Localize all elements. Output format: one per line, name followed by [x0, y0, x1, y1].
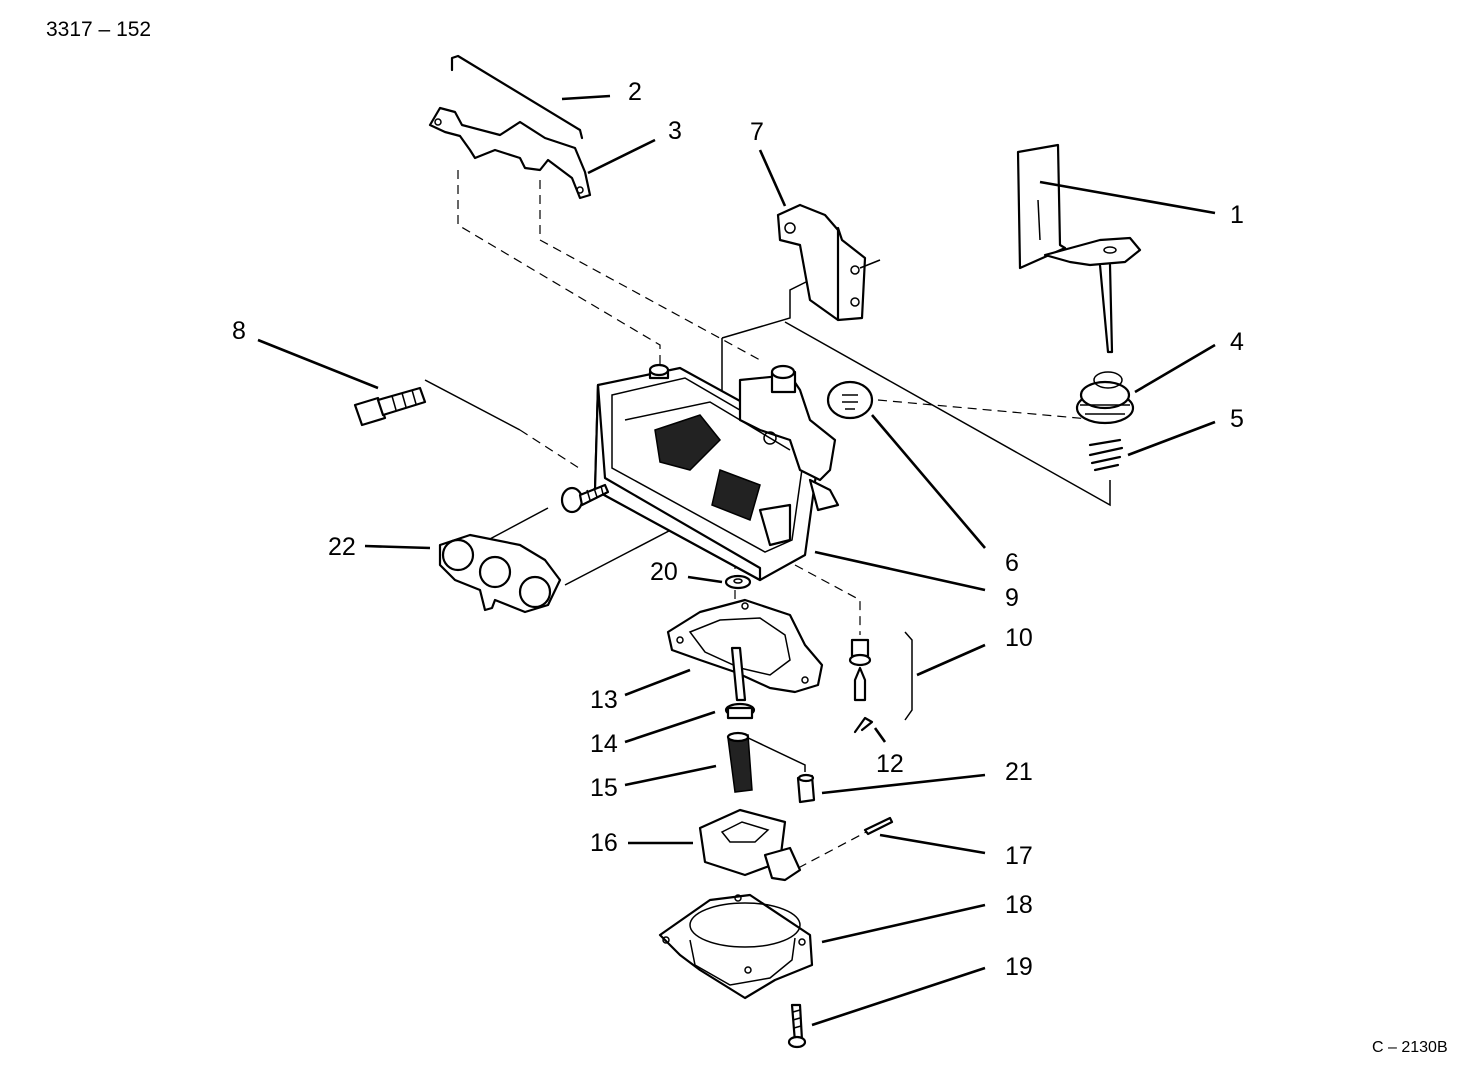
callout-15: 15 [590, 774, 618, 802]
callout-8: 8 [232, 317, 246, 345]
drawing-code: C – 2130B [1372, 1039, 1448, 1056]
callout-7: 7 [750, 118, 764, 146]
callout-2: 2 [628, 78, 642, 106]
callout-3: 3 [668, 117, 682, 145]
part-22-gasket [438, 533, 562, 614]
callout-14: 14 [590, 730, 618, 758]
part-14-main-jet [724, 646, 756, 720]
part-18-float-bowl [658, 893, 814, 1000]
part-9-carburetor-body [593, 363, 840, 582]
callout-12: 12 [876, 750, 904, 778]
callout-4: 4 [1230, 328, 1244, 356]
callout-6: 6 [1005, 549, 1019, 577]
callout-1: 1 [1230, 201, 1244, 229]
part-2-wire-rod [450, 54, 584, 140]
part-20-washer [724, 574, 752, 590]
callout-16: 16 [590, 829, 618, 857]
part-17-float-pin [863, 816, 894, 836]
mounting-screw [560, 483, 610, 514]
callout-18: 18 [1005, 891, 1033, 919]
callout-13: 13 [590, 686, 618, 714]
part-1-choke-plate [1016, 143, 1142, 354]
part-7-throttle-bracket [776, 203, 881, 322]
callout-20: 20 [650, 558, 678, 586]
part-19-bowl-screw [787, 1003, 807, 1049]
part-12-clip [853, 716, 874, 734]
part-5-spring [1088, 438, 1124, 472]
callout-5: 5 [1230, 405, 1244, 433]
part-3-linkage-bracket [428, 106, 592, 200]
part-10-needle-seat [848, 631, 913, 721]
part-16-float [698, 808, 802, 882]
callout-9: 9 [1005, 584, 1019, 612]
assembly-lines [424, 170, 1111, 876]
part-21-plug [796, 773, 816, 804]
callout-labels: 1 2 3 4 5 6 7 8 9 10 12 13 14 15 16 17 1… [232, 78, 1244, 981]
leader-lines [257, 94, 1216, 1027]
part-8-hex-bolt [353, 386, 427, 427]
callout-22: 22 [328, 533, 356, 561]
part-15-spring-pin [726, 731, 753, 793]
part-13-bowl-gasket [666, 598, 824, 694]
callout-17: 17 [1005, 842, 1033, 870]
callout-19: 19 [1005, 953, 1033, 981]
callout-10: 10 [1005, 624, 1033, 652]
part-6-cover [826, 380, 874, 420]
part-4-gear-nut [1075, 371, 1135, 425]
figure-id: 3317 – 152 [46, 18, 151, 41]
callout-21: 21 [1005, 758, 1033, 786]
